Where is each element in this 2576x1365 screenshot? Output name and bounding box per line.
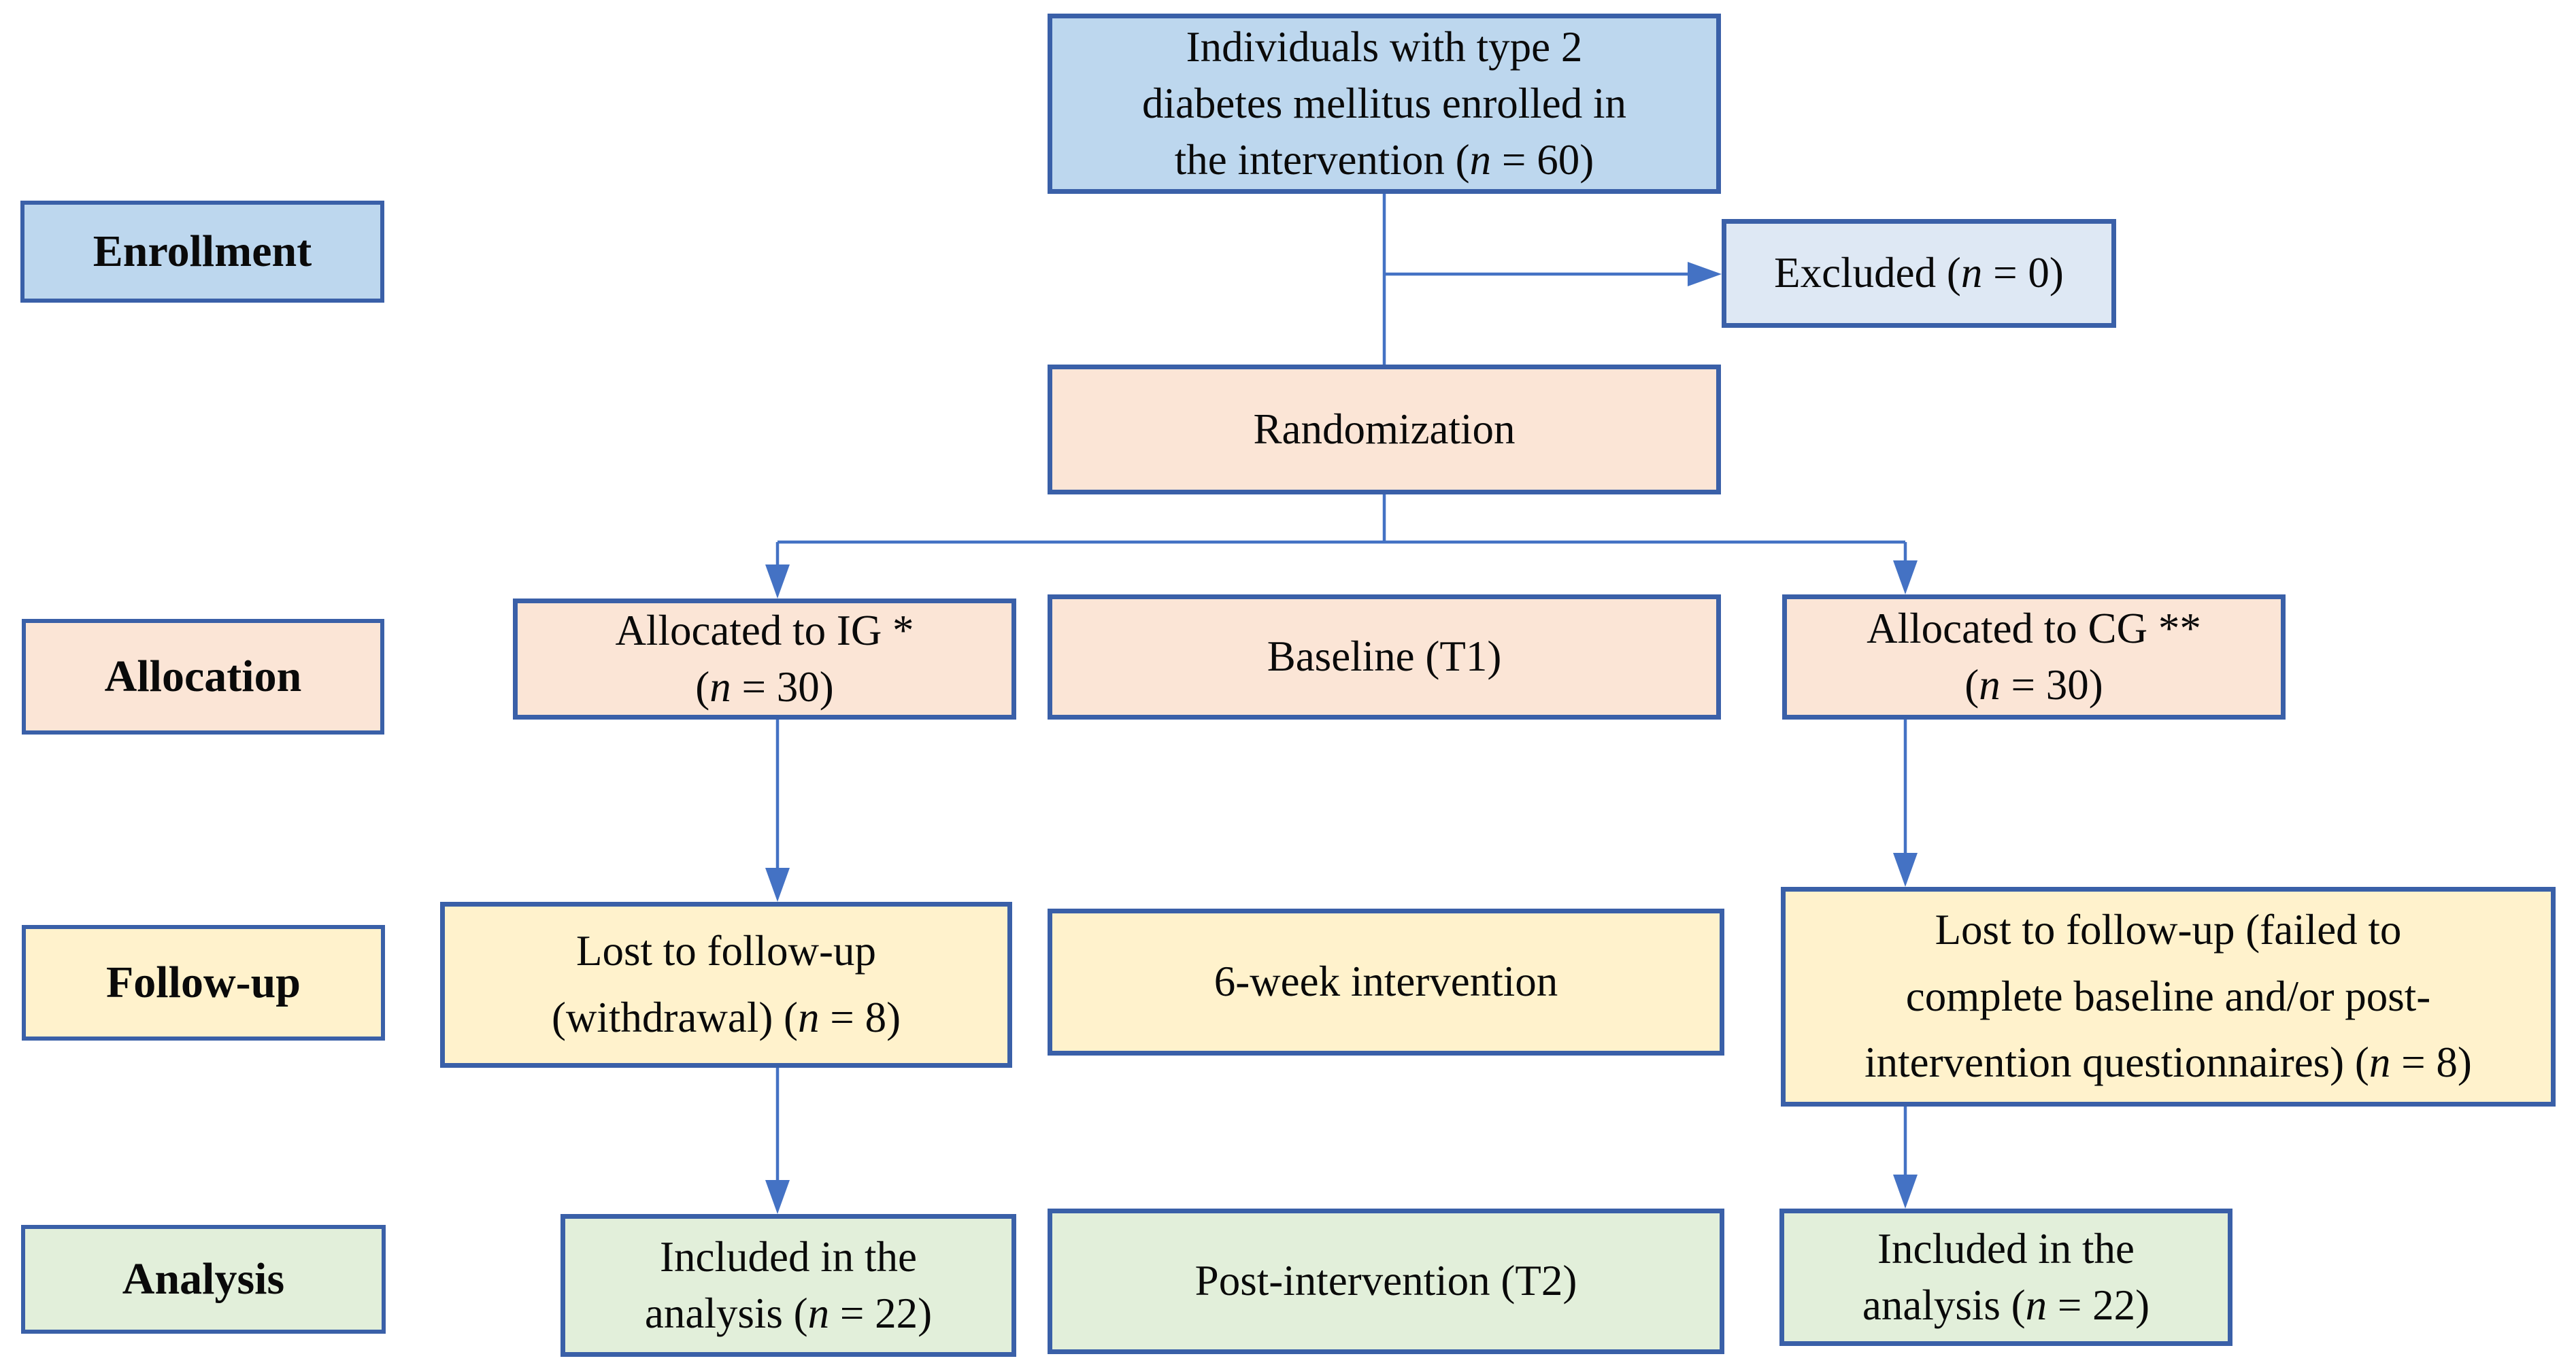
box-included-analysis-cg: Included in the analysis (n = 22): [1779, 1209, 2232, 1346]
arrow-down-icon: [765, 564, 790, 599]
stage-label-analysis: Analysis: [21, 1225, 386, 1334]
connector-to-excluded: [1384, 262, 1722, 286]
box-post-intervention-t2: Post-intervention (T2): [1048, 1209, 1724, 1354]
connector-randomization-branch: [765, 494, 1918, 599]
connector-ig-to-lost: [765, 720, 790, 902]
arrow-down-icon: [1893, 1175, 1918, 1209]
stage-label-enrollment: Enrollment: [20, 201, 384, 303]
arrow-right-icon: [1688, 262, 1722, 286]
stage-label-allocation: Allocation: [22, 619, 384, 735]
box-excluded: Excluded (n = 0): [1722, 219, 2116, 328]
box-six-week-intervention: 6-week intervention: [1048, 909, 1724, 1056]
arrow-down-icon: [765, 1180, 790, 1214]
box-allocated-ig: Allocated to IG * (n = 30): [513, 599, 1016, 720]
box-included-analysis-ig: Included in the analysis (n = 22): [561, 1214, 1016, 1357]
box-lost-to-follow-up-cg: Lost to follow-up (failed to complete ba…: [1781, 887, 2556, 1107]
connector-ig-to-analysis: [765, 1068, 790, 1214]
box-baseline-t1: Baseline (T1): [1048, 594, 1721, 720]
box-allocated-cg: Allocated to CG ** (n = 30): [1782, 594, 2286, 720]
connector-cg-to-lost: [1893, 720, 1918, 887]
arrow-down-icon: [1893, 853, 1918, 887]
stage-label-follow-up: Follow-up: [22, 925, 385, 1041]
arrow-down-icon: [1893, 560, 1918, 594]
arrow-down-icon: [765, 868, 790, 902]
box-lost-to-follow-up-ig: Lost to follow-up (withdrawal) (n = 8): [440, 902, 1012, 1068]
connector-cg-to-analysis: [1893, 1107, 1918, 1209]
box-randomization: Randomization: [1048, 365, 1721, 494]
box-enrolled: Individuals with type 2 diabetes mellitu…: [1048, 14, 1721, 194]
